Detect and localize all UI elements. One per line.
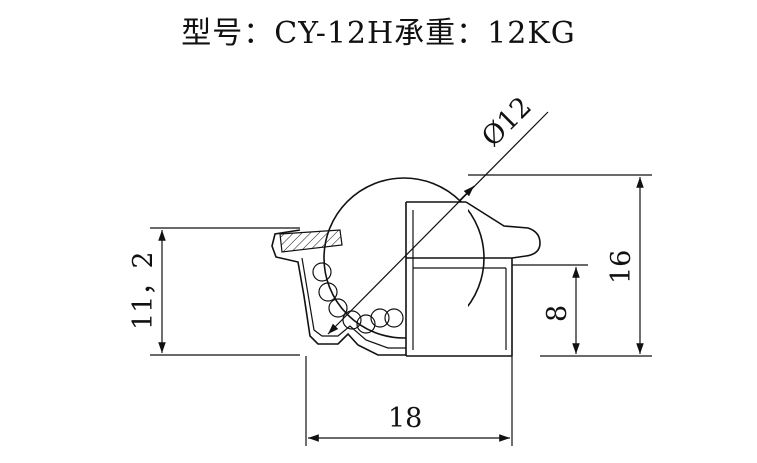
dim-label-body-height: 8 bbox=[542, 305, 573, 322]
extension-lines bbox=[150, 174, 652, 446]
dim-label-ball-diameter: Ø12 bbox=[476, 91, 538, 153]
support-balls bbox=[312, 262, 404, 334]
dim-label-width: 18 bbox=[388, 403, 422, 434]
housing-shell-inner bbox=[301, 257, 406, 349]
housing-body-right bbox=[405, 201, 541, 358]
dim-label-total-height: 16 bbox=[606, 250, 637, 284]
flange-section-hatch bbox=[279, 229, 343, 253]
dim-line-ball-diameter bbox=[327, 111, 549, 335]
dim-label-flange-height: 11，2 bbox=[128, 251, 159, 330]
housing-shell-left bbox=[271, 229, 406, 356]
dim-leader-ball-diameter bbox=[459, 185, 475, 201]
page-title: 型号：CY-12H承重：12KG bbox=[181, 16, 576, 51]
